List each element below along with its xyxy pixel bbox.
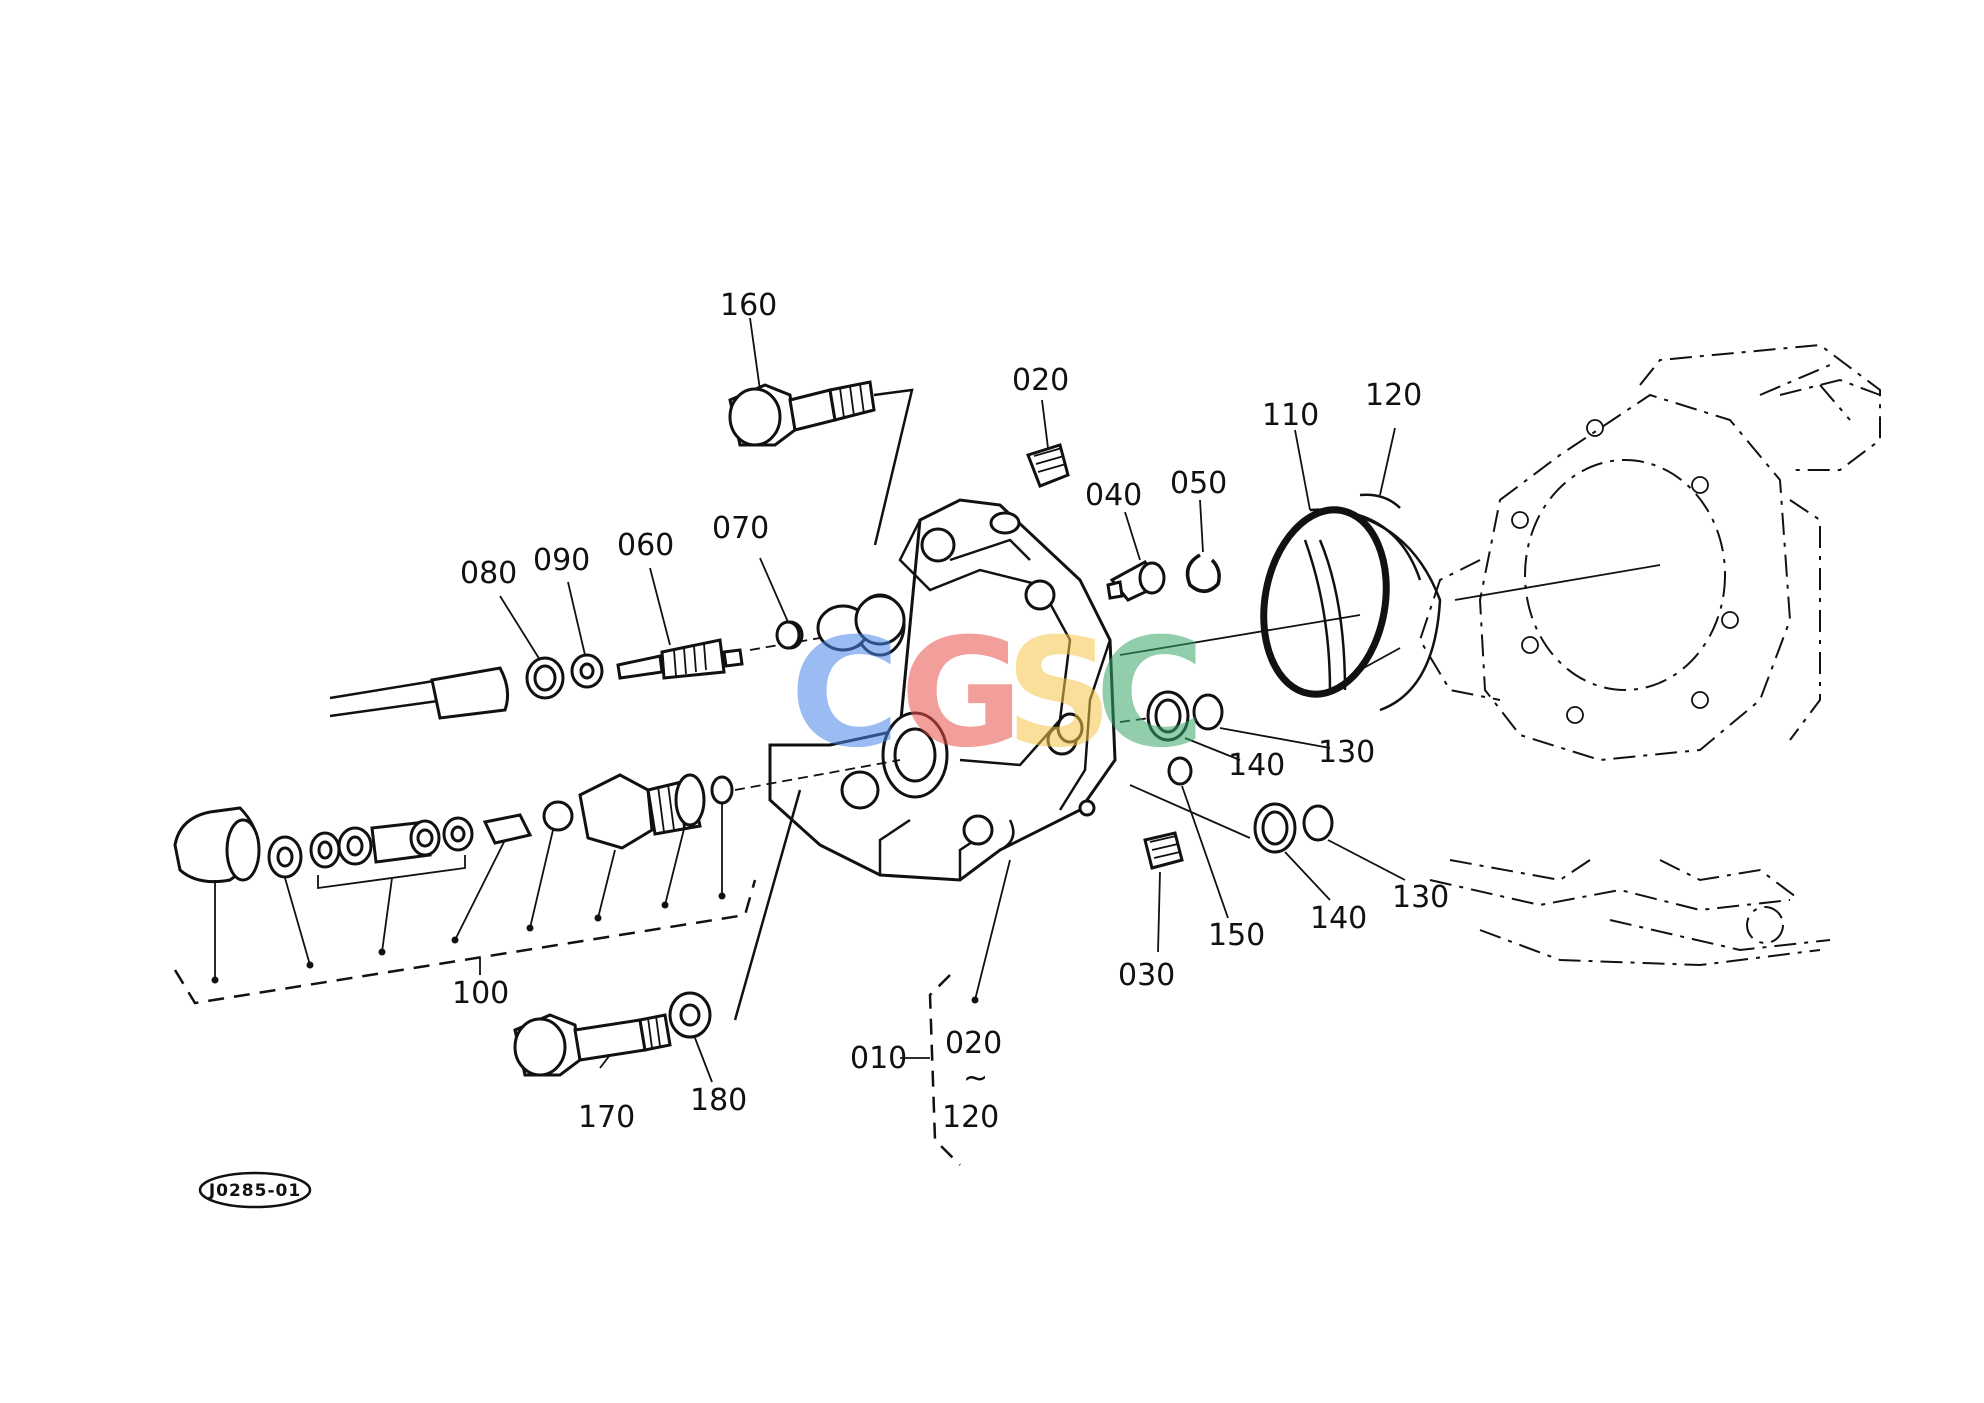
label-range-tilde: ~ [963,1061,988,1096]
label-180: 180 [690,1083,747,1118]
label-150: 150 [1208,918,1265,953]
label-130-lower: 130 [1392,880,1449,915]
oring-140b [1253,802,1297,854]
group-bracket-100 [173,879,757,1005]
watermark: C G S C [790,607,1205,781]
plug-020 [1026,443,1070,488]
label-020-bottom: 020 [945,1026,1002,1061]
oring-130a [1192,693,1224,731]
seal-ring-110 [1260,506,1442,712]
label-040: 040 [1085,478,1142,513]
fitting-040 [1106,560,1166,602]
label-140-lower: 140 [1310,901,1367,936]
leader-160-to-body [873,388,914,546]
label-120-bottom: 120 [942,1100,999,1135]
transmission-housing [1418,343,1881,967]
leader-lines [499,317,1406,1083]
label-170: 170 [578,1100,635,1135]
label-090: 090 [533,543,590,578]
oring-150 [1167,756,1193,786]
label-160: 160 [720,288,777,323]
label-070: 070 [712,511,769,546]
label-120-top: 120 [1365,378,1422,413]
leader-170-to-body [733,789,802,1021]
snap-ring-120 [1359,493,1401,509]
part-labels: 160 020 040 050 110 120 070 060 090 080 … [452,288,1449,1135]
label-050: 050 [1170,466,1227,501]
leader-body-140a [1119,717,1151,723]
valve-assembly-lower [173,759,901,884]
washer-180 [668,991,712,1039]
bolt-170 [513,1013,672,1077]
label-030: 030 [1118,958,1175,993]
label-140-upper: 140 [1228,748,1285,783]
leader-center [1119,614,1361,656]
watermark-letter-g: G [900,607,1023,781]
label-100: 100 [452,976,509,1011]
drawing-code: J0285-01 [208,1181,301,1201]
label-130-upper: 130 [1318,735,1375,770]
plug-030 [1143,831,1184,870]
label-020-top: 020 [1012,363,1069,398]
watermark-letter-s: S [1005,607,1113,781]
label-060: 060 [617,528,674,563]
drawing-code-badge: J0285-01 [198,1171,312,1209]
label-010: 010 [850,1041,907,1076]
watermark-letter-c2: C [1095,607,1205,781]
label-080: 080 [460,556,517,591]
oring-140a [1146,690,1190,742]
oring-130b [1302,804,1334,842]
group-bracket-010 [928,974,961,1166]
bolt-160 [728,380,876,447]
group-100-leaders [211,803,979,1004]
label-110: 110 [1262,398,1319,433]
valve-assembly-upper [329,594,906,720]
snap-ring-050 [1185,553,1221,593]
watermark-letter-c1: C [790,607,900,781]
